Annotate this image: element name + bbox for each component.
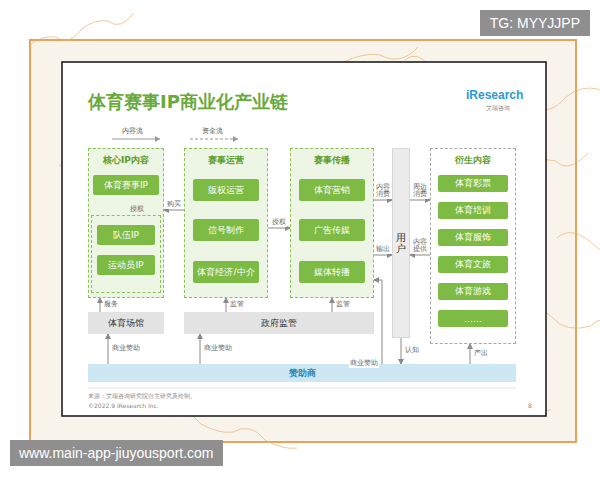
connector-arrow [226,298,227,312]
edge-label: 产出 [473,350,489,358]
process-box: 队伍IP [97,225,155,245]
edge-label: 授权 [271,219,287,227]
process-box: 体育营销 [299,179,365,201]
connector-arrow [374,255,392,256]
connector-arrow [164,210,184,211]
group-box: 赛事运营版权运营信号制作体育经济/中介 [184,148,268,298]
blue-box: 赞助商 [88,364,516,382]
node-text: 广告传媒 [314,224,350,237]
node-text: 版权运营 [208,184,244,197]
process-box: 广告传媒 [299,219,365,241]
edge-label: 商业赞助 [349,360,379,368]
edge-label: 周边消费 [412,184,428,199]
note-label: 艾瑞咨询 [486,104,510,113]
process-box: 版权运营 [193,179,259,201]
node-text: 体育游戏 [455,285,491,298]
connector-arrow [100,298,101,312]
frame-pattern [30,13,600,448]
flow-arrow [190,139,238,140]
node-text: 用户 [396,232,406,254]
diagram-title: 体育赛事IP商业化产业链 [88,90,288,114]
connector-arrow [410,255,430,256]
node-text: 队伍IP [113,229,139,242]
connector-arrow [108,334,109,364]
note-label: 内容流 [122,126,143,136]
node-text: 体育赛事IP [104,179,148,192]
flow-arrow [112,139,160,140]
process-box: 信号制作 [193,219,259,241]
process-box: 体育培训 [438,202,508,219]
edge-label: 监管 [229,301,245,309]
connector-arrow [374,280,382,364]
edge-label: 商业赞助 [203,345,233,353]
process-box: …… [438,310,508,327]
note-label: ©2022.9 iResearch Inc. [88,402,159,409]
process-box: 体育文旅 [438,256,508,273]
process-box: 运动员IP [97,255,155,275]
frame-squiggle [30,13,134,45]
flow-arrowhead [155,136,160,142]
node-text: 体育培训 [455,204,491,217]
edge-label: 监管 [335,301,351,309]
note-label: 来源：艾瑞咨询研究院自主研究及绘制。 [88,392,196,401]
node-text: 体育经济/中介 [197,266,254,279]
gray-box: 政府监管 [184,312,374,334]
note-label: 8 [528,402,532,409]
flow-arrowhead [233,136,238,142]
node-text: 媒体转播 [314,266,350,279]
edge-label: 授权 [129,206,145,214]
node-text: …… [464,314,482,324]
edge-label: 购买 [166,201,182,209]
edge-label: 服务 [103,301,119,309]
node-text: 体育服饰 [455,231,491,244]
connector-arrow [374,200,392,201]
node-text: 核心IP内容 [89,154,163,167]
edge-label: 内容消费 [375,184,391,199]
node-text: 运动员IP [108,259,143,272]
node-text: 赛事传播 [291,154,373,167]
node-text: 体育场馆 [108,317,144,330]
gray-box: 体育场馆 [88,312,164,334]
node-text: 体育彩票 [455,177,491,190]
slide [62,62,546,416]
frame [30,40,576,442]
process-box: 体育服饰 [438,229,508,246]
node-text: 赛事运营 [185,154,267,167]
process-box: 体育彩票 [438,175,508,192]
note-label: 资金流 [202,126,223,136]
connector-arrow [268,228,290,229]
group-box: 核心IP内容体育赛事IP 队伍IP 运动员IP [88,148,164,298]
node-text: 政府监管 [261,317,297,330]
node-text: 信号制作 [208,224,244,237]
edge-label: 认知 [404,347,420,355]
node-text: 赞助商 [289,367,316,380]
group-box: 赛事传播体育营销广告传媒媒体转播 [290,148,374,298]
footer-rule [88,388,516,389]
deriv-box: 衍生内容体育彩票体育培训体育服饰体育文旅体育游戏 …… [430,148,516,344]
process-box: 体育赛事IP [93,175,159,195]
node-text: 体育文旅 [455,258,491,271]
connector-arrow [332,298,333,312]
watermark: www.main-app-jiuyousport.com [10,440,223,466]
user-box: 用户 [392,148,410,338]
note-label: iResearch [466,88,523,102]
process-box: 体育游戏 [438,283,508,300]
node-text: 衍生内容 [431,154,515,167]
connector-arrow [410,200,430,201]
edge-label: 内容提供 [412,239,428,254]
edge-label: 输出 [375,246,391,254]
node-text: 体育营销 [314,184,350,197]
process-box: 体育经济/中介 [193,261,259,283]
frame-squiggle [557,233,600,272]
connector-arrow [401,338,402,364]
watermark: TG: MYYJJPP [480,10,590,36]
connector-arrow [200,334,201,364]
process-box: 媒体转播 [299,261,365,283]
connector-arrow [470,344,471,364]
edge-label: 商业赞助 [111,345,141,353]
